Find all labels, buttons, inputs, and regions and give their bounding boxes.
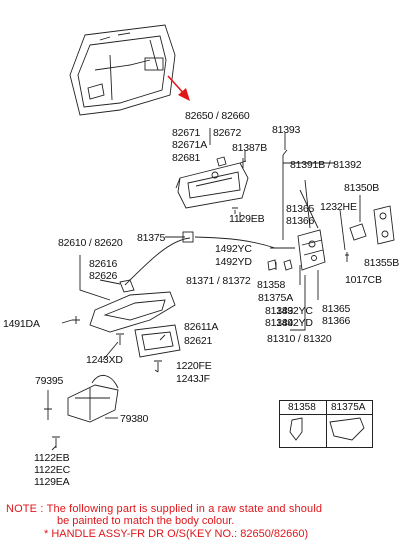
part-label-81393: 81393 (272, 124, 301, 136)
clip-detail-inset: 81358 81375A (279, 400, 373, 448)
part-label-82681: 82681 (172, 152, 201, 164)
part-label-1122EC: 1122EC (34, 464, 70, 476)
inside-handle-drawing (89, 279, 176, 333)
part-label-81375: 81375 (137, 232, 166, 244)
part-label-1232HE: 1232HE (320, 201, 357, 213)
part-label-1492YC-upper: 1492YC (215, 243, 252, 255)
clip-81375A-inset-drawing (329, 417, 365, 441)
part-label-1492YD-upper: 1492YD (215, 256, 252, 268)
exploded-parts-drawing (44, 24, 395, 451)
inset-label-right: 81375A (331, 402, 366, 413)
part-label-82626: 82626 (89, 270, 118, 282)
part-label-81365-upper: 81365 (286, 203, 315, 215)
inset-divider-vertical (326, 401, 327, 447)
part-label-79395: 79395 (35, 375, 64, 387)
part-label-81355B: 81355B (364, 257, 400, 269)
outside-handle-drawing (175, 162, 249, 209)
part-label-1220FE: 1220FE (176, 360, 212, 372)
part-label-81391B-81392: 81391B / 81392 (290, 159, 362, 171)
part-label-1491DA: 1491DA (3, 318, 40, 330)
inset-label-left: 81358 (288, 402, 316, 413)
part-label-81384: 81384 (265, 317, 294, 329)
part-label-82621: 82621 (184, 335, 213, 347)
part-label-82672: 82672 (213, 127, 242, 139)
door-panel-sketch (69, 24, 176, 116)
part-label-81350B: 81350B (344, 182, 380, 194)
part-label-1492YD-lower: 1492YD (276, 317, 313, 329)
part-label-82650-82660: 82650 / 82660 (185, 110, 250, 122)
part-label-1243JF: 1243JF (176, 373, 210, 385)
part-label-1243XD: 1243XD (86, 354, 123, 366)
part-label-1017CB: 1017CB (345, 274, 382, 286)
part-label-1129EA: 1129EA (34, 476, 70, 488)
note-line-2: be painted to match the body colour. (57, 515, 235, 527)
note-line-3: * HANDLE ASSY-FR DR O/S(KEY NO.: 82650/8… (44, 528, 309, 540)
door-latch-drawing (297, 179, 326, 271)
red-pointer-arrow (167, 75, 190, 101)
part-label-82671: 82671 (172, 127, 201, 139)
part-label-82671A: 82671A (172, 139, 208, 151)
part-label-81383: 81383 (265, 305, 294, 317)
part-label-81371-81372: 81371 / 81372 (186, 275, 251, 287)
part-label-81366-lower: 81366 (322, 315, 351, 327)
part-label-81310-81320: 81310 / 81320 (267, 333, 332, 345)
part-label-81375A: 81375A (258, 292, 294, 304)
hinge-bracket-drawing (67, 374, 119, 423)
note-line-1: NOTE : The following part is supplied in… (6, 503, 323, 515)
part-label-1492YC-lower: 1492YC (276, 305, 313, 317)
part-label-1129EB: 1129EB (229, 213, 265, 225)
clip-81358-inset-drawing (289, 417, 303, 441)
part-label-81365-lower: 81365 (322, 303, 351, 315)
part-label-79380: 79380 (120, 413, 149, 425)
part-label-1122EB: 1122EB (34, 452, 70, 464)
part-label-81387B: 81387B (232, 142, 268, 154)
part-label-82616: 82616 (89, 258, 118, 270)
part-label-82611A: 82611A (184, 321, 219, 333)
part-label-81366-upper: 81366 (286, 215, 315, 227)
part-label-81358: 81358 (257, 279, 286, 291)
notes-block: NOTE : The following part is supplied in… (0, 500, 408, 544)
part-label-82610-82620: 82610 / 82620 (58, 237, 123, 249)
